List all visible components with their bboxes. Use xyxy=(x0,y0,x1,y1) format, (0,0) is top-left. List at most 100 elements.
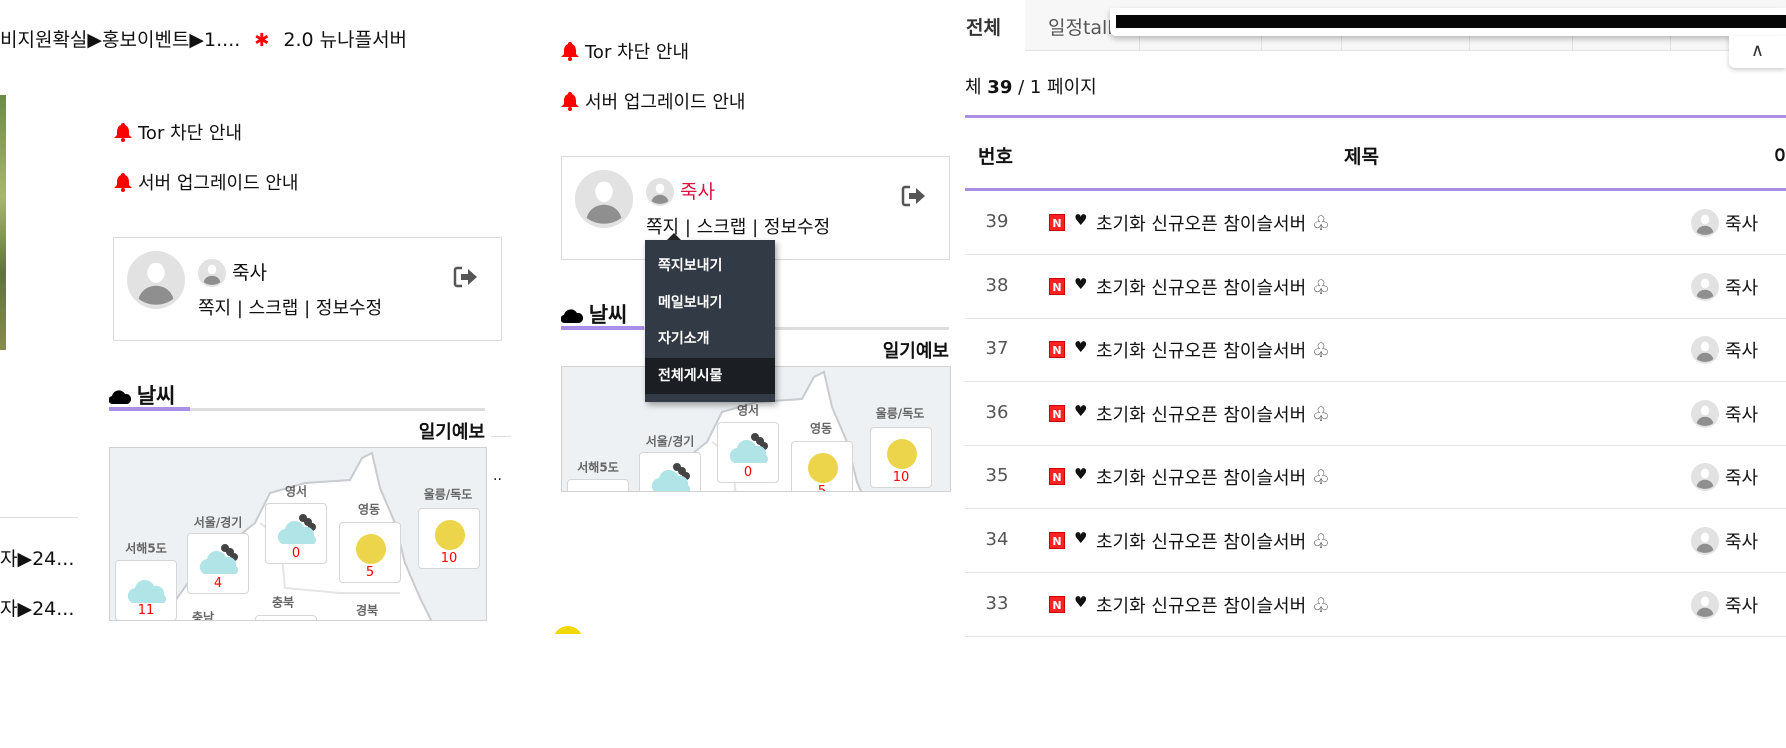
menu-item[interactable]: 전체게시물 xyxy=(645,357,775,394)
row-author[interactable]: 죽사 xyxy=(1725,595,1759,617)
region-value: 4 xyxy=(213,576,223,591)
list-item[interactable]: 자▶24... xyxy=(0,548,75,570)
club-icon: ♧ xyxy=(1312,529,1331,553)
heart-icon: ♥ xyxy=(1074,401,1088,420)
notice-item[interactable]: 서버 업그레이드 안내 xyxy=(113,169,298,195)
row-title[interactable]: 초기화 신규오픈 참이슬서버 xyxy=(1096,214,1307,235)
author-avatar xyxy=(1691,209,1719,237)
row-author[interactable]: 죽사 xyxy=(1725,277,1759,299)
region-card[interactable]: 0 xyxy=(717,422,779,483)
table-row[interactable]: 39 N ♥ 초기화 신규오픈 참이슬서버 ♧ 죽사 xyxy=(965,191,1786,255)
separator: | xyxy=(304,298,311,319)
table-row[interactable]: 33 N ♥ 초기화 신규오픈 참이슬서버 ♧ 죽사 xyxy=(965,573,1786,637)
heart-icon: ♥ xyxy=(1074,274,1088,293)
menu-item[interactable]: 자기소개 xyxy=(658,331,710,347)
row-number: 39 xyxy=(985,211,1009,232)
scroll-up-button[interactable]: ∧ xyxy=(1729,36,1786,68)
link-scrap[interactable]: 스크랩 xyxy=(248,298,299,319)
forecast-tab[interactable]: 일기예보 xyxy=(418,422,485,443)
notice-label: 서버 업그레이드 안내 xyxy=(585,92,746,113)
notice-item[interactable]: Tor 차단 안내 xyxy=(113,119,242,145)
region-card[interactable]: 4 xyxy=(187,533,249,594)
row-title[interactable]: 초기화 신규오픈 참이슬서버 xyxy=(1096,532,1307,553)
link-memo[interactable]: 쪽지 xyxy=(646,217,680,238)
logout-icon[interactable] xyxy=(901,185,927,207)
new-badge-icon: N xyxy=(1049,532,1065,549)
header-top-line xyxy=(965,115,1786,118)
table-row[interactable]: 37 N ♥ 초기화 신규오픈 참이슬서버 ♧ 죽사 xyxy=(965,318,1786,383)
breadcrumb[interactable]: 비지원확실▶홍보이벤트▶1.... xyxy=(0,29,241,51)
club-icon: ♧ xyxy=(1312,465,1331,490)
link-edit-info[interactable]: 정보수정 xyxy=(763,217,831,238)
region-label: 서울/경기 xyxy=(645,434,695,449)
table-row[interactable]: 35 N ♥ 초기화 신규오픈 참이슬서버 ♧ 죽사 xyxy=(965,445,1786,510)
notice-item[interactable]: Tor 차단 안내 xyxy=(560,38,689,64)
bell-icon xyxy=(113,173,138,194)
region-label: 울릉/독도 xyxy=(875,406,925,421)
row-title[interactable]: 초기화 신규오픈 참이슬서버 xyxy=(1096,468,1307,490)
server-link[interactable]: 2.0 뉴나플서버 xyxy=(283,29,408,51)
region-card[interactable]: 4 xyxy=(639,452,701,491)
club-icon: ♧ xyxy=(1312,338,1331,363)
link-memo[interactable]: 쪽지 xyxy=(198,298,232,319)
link-edit-info[interactable]: 정보수정 xyxy=(315,298,383,319)
author-avatar xyxy=(1691,590,1719,619)
row-number: 36 xyxy=(985,401,1009,423)
notice-item[interactable]: 서버 업그레이드 안내 xyxy=(560,88,745,114)
row-author[interactable]: 죽사 xyxy=(1725,404,1759,426)
region-card[interactable]: 5 xyxy=(339,522,401,583)
tab-all[interactable]: 전체 xyxy=(966,17,1001,39)
logout-icon[interactable] xyxy=(453,266,479,288)
region-card[interactable]: 11 xyxy=(567,479,629,491)
row-title[interactable]: 초기화 신규오픈 참이슬서버 xyxy=(1096,341,1307,363)
profile-name[interactable]: 죽사 xyxy=(680,181,715,203)
cloud-icon xyxy=(560,309,584,324)
new-badge-icon: N xyxy=(1049,404,1065,422)
tab-schedule-talk[interactable]: 일정talk xyxy=(1048,17,1119,39)
sun-icon xyxy=(553,626,583,634)
region-card[interactable]: 10 xyxy=(870,427,932,488)
region-card[interactable]: 11 xyxy=(115,560,177,620)
table-row[interactable]: 34 N ♥ 초기화 신규오픈 참이슬서버 ♧ 죽사 xyxy=(965,509,1786,573)
region-card[interactable]: 5 xyxy=(791,441,853,491)
row-title[interactable]: 초기화 신규오픈 참이슬서버 xyxy=(1096,277,1307,299)
profile-name[interactable]: 죽사 xyxy=(232,262,267,284)
page-summary: 체 39 / 1 페이지 xyxy=(965,73,1097,99)
region-value: 0 xyxy=(291,546,301,561)
row-author[interactable]: 죽사 xyxy=(1725,341,1759,363)
region-label: 영동 xyxy=(357,502,381,517)
row-author[interactable]: 죽사 xyxy=(1725,532,1759,553)
avatar[interactable] xyxy=(127,251,185,309)
avatar[interactable] xyxy=(575,170,633,228)
column-title: 제목 xyxy=(1344,146,1379,168)
row-title[interactable]: 초기화 신규오픈 참이슬서버 xyxy=(1096,404,1307,426)
region-card[interactable]: 10 xyxy=(418,508,480,569)
forecast-tab[interactable]: 일기예보 xyxy=(882,341,949,362)
profile-box: 죽사 쪽지 | 스크랩 | 정보수정 xyxy=(113,237,502,341)
total-prefix: 체 xyxy=(965,77,982,98)
region-label: 영서 xyxy=(284,484,308,499)
redacted-bar xyxy=(1116,15,1786,28)
row-title-line: 초기화 신규오픈 참이슬서버 ♧ xyxy=(1096,528,1330,554)
table-row[interactable]: 38 N ♥ 초기화 신규오픈 참이슬서버 ♧ 죽사 xyxy=(965,255,1786,319)
region-label: 서울/경기 xyxy=(193,515,243,530)
list-item[interactable]: 자▶24... xyxy=(0,598,75,620)
ellipsis: .. xyxy=(493,468,502,484)
region-card[interactable] xyxy=(255,615,317,620)
region-label: 충남 xyxy=(191,610,215,621)
club-icon: ♧ xyxy=(1312,211,1331,235)
row-author[interactable]: 죽사 xyxy=(1725,214,1759,235)
separator: | xyxy=(752,217,759,238)
menu-item[interactable]: 메일보내기 xyxy=(658,294,723,311)
region-label: 서해5도 xyxy=(125,541,167,556)
notice-label: Tor 차단 안내 xyxy=(585,42,690,63)
row-title[interactable]: 초기화 신규오픈 참이슬서버 xyxy=(1096,595,1307,617)
author-avatar xyxy=(1691,272,1719,301)
link-scrap[interactable]: 스크랩 xyxy=(696,217,747,238)
table-row[interactable]: 36 N ♥ 초기화 신규오픈 참이슬서버 ♧ 죽사 xyxy=(965,382,1786,446)
new-badge-icon: N xyxy=(1049,214,1065,231)
row-title-line: 초기화 신규오픈 참이슬서버 ♧ xyxy=(1096,592,1330,618)
row-author[interactable]: 죽사 xyxy=(1725,468,1759,490)
region-card[interactable]: 0 xyxy=(265,503,327,564)
menu-item[interactable]: 쪽지보내기 xyxy=(658,258,723,274)
